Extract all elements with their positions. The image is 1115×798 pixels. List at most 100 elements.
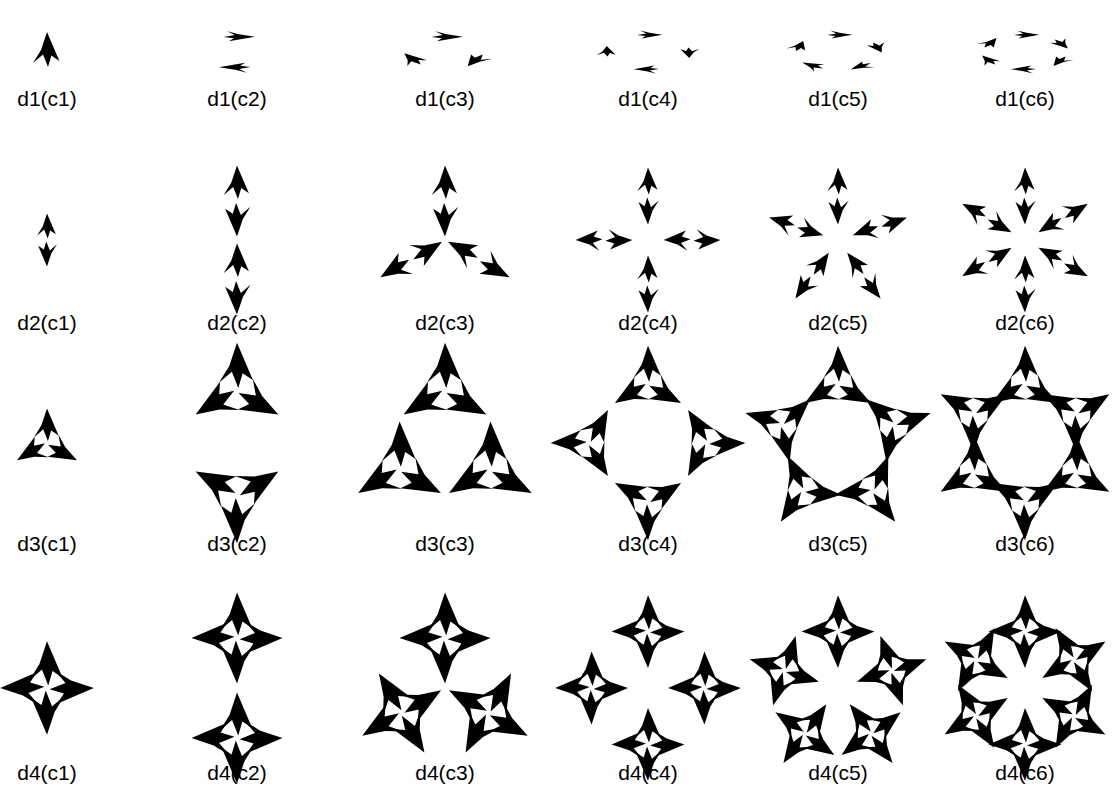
arrow-motif — [220, 592, 252, 635]
arrow-motif — [1015, 198, 1035, 225]
arrow-motif — [406, 230, 448, 269]
arrow-motif — [638, 198, 658, 225]
arrow-motif — [827, 30, 852, 38]
arrow-motif — [1011, 346, 1038, 382]
arrow-motif — [680, 47, 699, 58]
arrow-motif — [0, 672, 44, 705]
arrow-motif — [555, 676, 589, 702]
arrow-motif — [857, 271, 889, 305]
arrow-motif — [973, 54, 1002, 67]
arrow-motif — [224, 31, 256, 41]
symmetry-figure — [33, 32, 59, 67]
arrow-motif — [795, 696, 836, 739]
arrow-motif — [606, 229, 633, 249]
arrow-motif — [983, 209, 1016, 240]
arrow-motif — [796, 59, 828, 72]
figure-label: d3(c1) — [17, 533, 77, 554]
arrow-motif — [804, 246, 836, 280]
arrow-motif — [853, 660, 894, 695]
figure-label: d3(c5) — [808, 533, 868, 554]
arrow-motif — [938, 631, 981, 671]
arrow-motif — [1011, 708, 1037, 742]
arrow-motif — [612, 619, 646, 645]
arrow-motif — [972, 649, 1015, 689]
arrow-motif — [947, 655, 987, 698]
symmetry-figure — [0, 641, 94, 735]
arrow-motif — [430, 640, 462, 683]
figure-label: d1(c6) — [995, 88, 1055, 109]
arrow-motif — [219, 63, 251, 73]
arrow-motif — [440, 677, 494, 727]
arrow-motif — [191, 623, 234, 655]
arrow-motif — [37, 214, 56, 239]
arrow-motif — [1059, 194, 1092, 225]
arrow-motif — [441, 231, 483, 270]
arrow-motif — [664, 230, 691, 250]
arrow-motif — [433, 203, 458, 237]
symmetry-figure — [551, 346, 746, 541]
symmetry-figure — [219, 31, 255, 72]
arrow-motif — [860, 450, 900, 494]
arrow-motif — [650, 731, 684, 757]
arrow-motif — [691, 652, 717, 686]
arrow-motif — [786, 40, 812, 53]
arrow-motif — [761, 669, 796, 710]
arrow-motif — [224, 165, 249, 199]
arrow-motif — [594, 674, 628, 700]
arrow-motif — [804, 477, 843, 508]
arrow-motif — [636, 634, 662, 668]
symmetry-figure — [766, 168, 910, 305]
arrow-motif — [33, 32, 59, 67]
arrow-motif — [634, 708, 660, 742]
figure-label: d4(c1) — [17, 762, 77, 783]
arrow-motif — [1060, 253, 1093, 284]
arrow-motif — [1069, 705, 1112, 745]
arrow-motif — [770, 424, 804, 465]
symmetry-figure — [11, 408, 83, 471]
arrow-motif — [799, 724, 842, 765]
arrow-motif — [1035, 687, 1078, 727]
arrow-motif — [609, 374, 654, 416]
symmetry-figure — [597, 30, 700, 73]
arrow-motif — [597, 46, 616, 57]
arrow-motif — [576, 230, 603, 250]
arrow-motif — [399, 623, 442, 655]
arrow-motif — [865, 41, 891, 54]
figure-label: d1(c5) — [808, 88, 868, 109]
arrow-motif — [676, 404, 718, 449]
arrow-motif — [432, 165, 457, 199]
figure-label: d1(c3) — [415, 88, 475, 109]
arrow-motif — [774, 388, 819, 432]
symmetry-figure — [350, 343, 541, 509]
arrow-motif — [439, 376, 495, 428]
figure-label: d4(c4) — [618, 762, 678, 783]
arrow-motif — [191, 723, 234, 755]
arrow-motif — [957, 255, 990, 286]
arrow-motif — [968, 382, 1013, 424]
arrow-motif — [828, 198, 848, 225]
arrow-motif — [612, 732, 646, 758]
arrow-motif — [29, 641, 62, 685]
arrow-motif — [824, 346, 851, 382]
arrow-motif — [967, 711, 1007, 754]
symmetry-figure — [37, 214, 57, 267]
arrow-motif — [577, 403, 619, 448]
arrow-motif — [643, 471, 688, 513]
symmetry-figure — [374, 165, 516, 288]
arrow-motif — [1036, 383, 1081, 425]
arrow-motif — [231, 376, 287, 428]
arrow-motif — [472, 422, 506, 467]
arrow-motif — [31, 691, 64, 735]
arrow-motif — [394, 455, 450, 507]
arrow-motif — [782, 658, 823, 693]
arrow-motif — [638, 286, 658, 313]
arrow-motif — [452, 708, 502, 762]
arrow-motif — [867, 632, 902, 673]
figure-label: d2(c4) — [618, 312, 678, 333]
arrow-motif — [432, 31, 464, 41]
arrow-motif — [374, 250, 416, 289]
arrow-motif — [187, 458, 243, 510]
arrow-motif — [983, 238, 1016, 269]
symmetry-figure — [191, 592, 282, 783]
